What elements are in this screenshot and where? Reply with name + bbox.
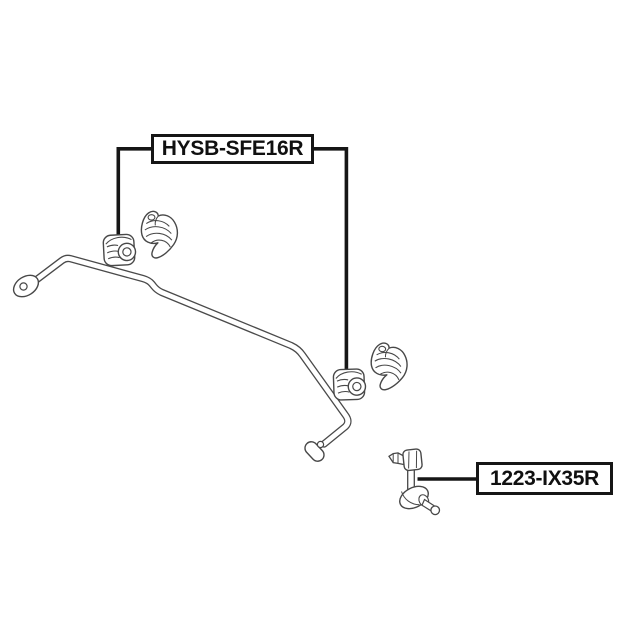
mounting-bracket-right (368, 341, 410, 393)
mounting-bracket-left (140, 210, 179, 259)
stabilizer-bar (12, 254, 352, 462)
bar-right-end-fitting (304, 440, 325, 462)
link-upper-stud (388, 452, 405, 466)
callout-box-bushing: HYSB-SFE16R (151, 134, 314, 164)
callout-box-link: 1223-IX35R (476, 462, 613, 495)
part-number-link: 1223-IX35R (489, 466, 600, 490)
link-barrel-contour (401, 491, 420, 506)
leader-line-right-bushing (313, 147, 349, 371)
link-lower-nut (430, 505, 441, 516)
stabilizer-bushing-left (102, 233, 137, 267)
leader-line-left-bushing (116, 147, 153, 236)
stabilizer-bushing-right (332, 368, 367, 401)
link-housing-lines (408, 450, 418, 469)
part-number-bushing: HYSB-SFE16R (161, 137, 304, 160)
link-upper-housing (402, 448, 423, 472)
bar-left-eyelet (12, 274, 40, 298)
bar-tube-fill (33, 255, 351, 447)
callout-lines (116, 147, 477, 481)
stabilizer-link (388, 448, 441, 516)
link-stud-thread-lines (392, 452, 399, 464)
